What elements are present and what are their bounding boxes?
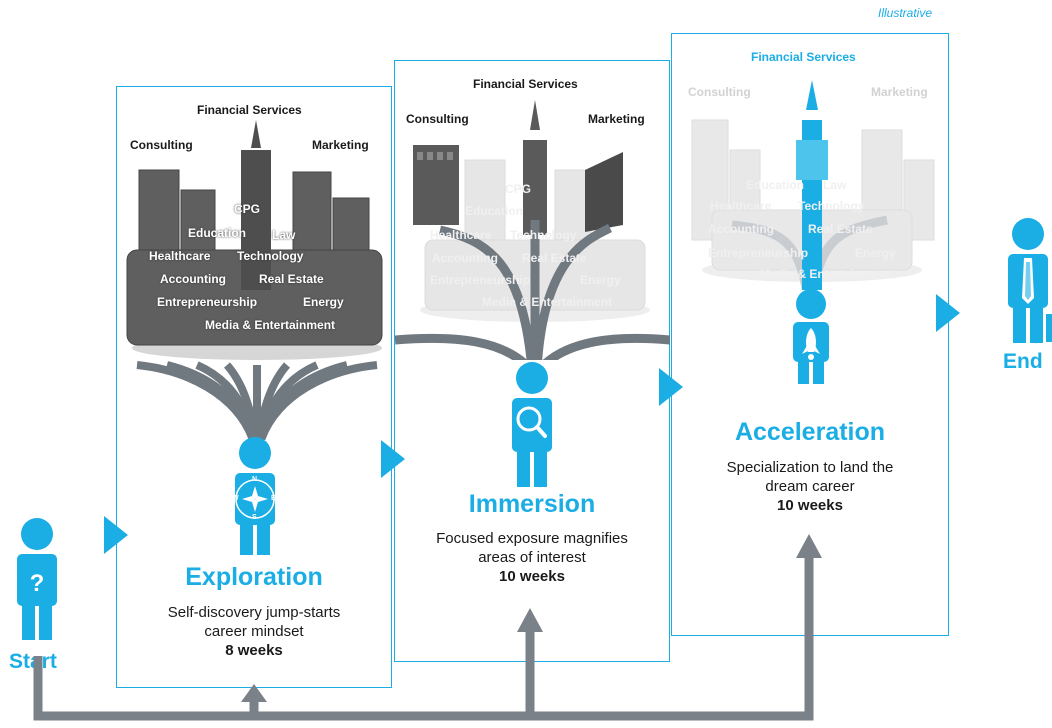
acceleration-industry: Technology (798, 199, 865, 213)
rocket-person-icon (793, 289, 829, 384)
exploration-right-label: Marketing (312, 138, 369, 152)
acceleration-industry: Education (746, 178, 805, 192)
immersion-industry: Entrepreneurship (430, 273, 531, 287)
progress-arrow-exploration (381, 440, 405, 478)
acceleration-cityscape (691, 80, 935, 290)
immersion-industry: Technology (510, 228, 577, 242)
compass-south: S (252, 514, 257, 521)
magnifier-person-icon (512, 362, 552, 487)
progress-arrow-immersion (659, 368, 683, 406)
exploration-industry: Law (272, 228, 296, 242)
exploration-industry: Accounting (160, 272, 226, 286)
exploration-industry: Media & Entertainment (205, 318, 336, 332)
immersion-weeks: 10 weeks (499, 568, 565, 585)
acceleration-industry: Energy (855, 246, 896, 260)
start-person-icon (17, 518, 57, 640)
exploration-industry: Energy (303, 295, 344, 309)
start-question-mark: ? (29, 570, 45, 597)
compass-east: E (271, 495, 276, 502)
exploration-title: Exploration (185, 563, 323, 591)
progress-arrow-acceleration (936, 294, 960, 332)
immersion-industry: Education (465, 204, 524, 218)
compass-west: W (232, 495, 239, 502)
immersion-right-label: Marketing (588, 112, 645, 126)
immersion-industry: Healthcare (430, 228, 492, 242)
exploration-cityscape (126, 120, 383, 440)
end-person-icon (1008, 218, 1052, 343)
immersion-desc-line: Focused exposure magnifies (436, 530, 628, 547)
acceleration-title: Acceleration (734, 418, 886, 446)
immersion-left-label: Consulting (406, 112, 469, 126)
acceleration-left-label: Consulting (688, 85, 751, 99)
exploration-description: Self-discovery jump-starts career mindse… (116, 603, 392, 660)
immersion-industry: Real Estate (522, 251, 587, 265)
acceleration-description: Specialization to land the dream career … (671, 458, 949, 515)
exploration-industry: Education (188, 226, 247, 240)
acceleration-weeks: 10 weeks (777, 497, 843, 514)
acceleration-industry: Media & Entertainment (760, 267, 891, 281)
exploration-top-label: Financial Services (197, 103, 302, 117)
progress-arrow-start (104, 516, 128, 554)
exploration-industry: Technology (237, 249, 304, 263)
acceleration-top-label: Financial Services (751, 50, 856, 64)
immersion-industry: CPG (505, 182, 532, 196)
compass-person-icon: N S E W (230, 437, 280, 555)
start-label: Start (9, 650, 57, 673)
exploration-weeks: 8 weeks (225, 642, 283, 659)
immersion-top-label: Financial Services (473, 77, 578, 91)
acceleration-right-label: Marketing (871, 85, 928, 99)
immersion-description: Focused exposure magnifies areas of inte… (394, 529, 670, 586)
acceleration-industry: Real Estate (808, 222, 873, 236)
immersion-industry: Media & Entertainment (482, 295, 613, 309)
exploration-desc-line: career mindset (204, 623, 304, 640)
immersion-cityscape (395, 100, 670, 360)
immersion-industry: Accounting (432, 251, 498, 265)
acceleration-industry: Entrepreneurship (708, 246, 809, 260)
exploration-industry: Real Estate (259, 272, 324, 286)
exploration-industry: Healthcare (149, 249, 211, 263)
immersion-industry: Energy (580, 273, 621, 287)
acceleration-desc-line: Specialization to land the (726, 459, 894, 476)
exploration-industry: CPG (234, 202, 261, 216)
immersion-desc-line: areas of interest (478, 549, 586, 566)
exploration-desc-line: Self-discovery jump-starts (167, 604, 341, 621)
exploration-industry: Entrepreneurship (157, 295, 258, 309)
illustrative-tag: Illustrative (878, 6, 933, 20)
acceleration-industry: Healthcare (710, 199, 772, 213)
acceleration-industry: Accounting (708, 222, 774, 236)
immersion-title: Immersion (468, 490, 596, 518)
end-label: End (1003, 350, 1043, 373)
acceleration-desc-line: dream career (765, 478, 855, 495)
compass-north: N (252, 476, 258, 483)
exploration-left-label: Consulting (130, 138, 193, 152)
acceleration-industry: Law (823, 178, 847, 192)
